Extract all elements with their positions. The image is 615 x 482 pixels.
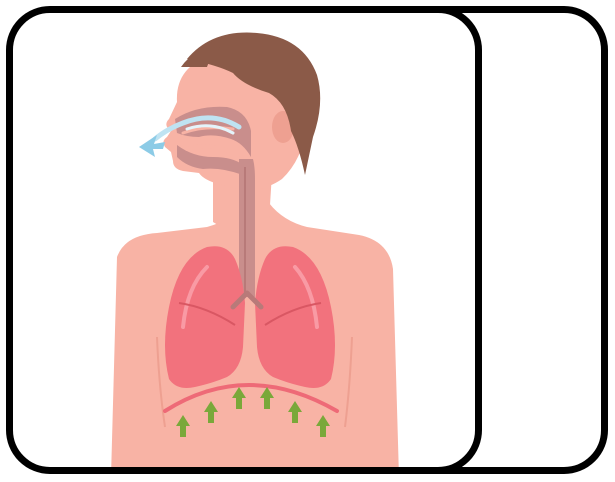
trachea [239, 159, 255, 297]
exhale-arrow-icon [139, 135, 165, 157]
front-card [6, 6, 482, 474]
respiration-illustration [13, 13, 482, 474]
